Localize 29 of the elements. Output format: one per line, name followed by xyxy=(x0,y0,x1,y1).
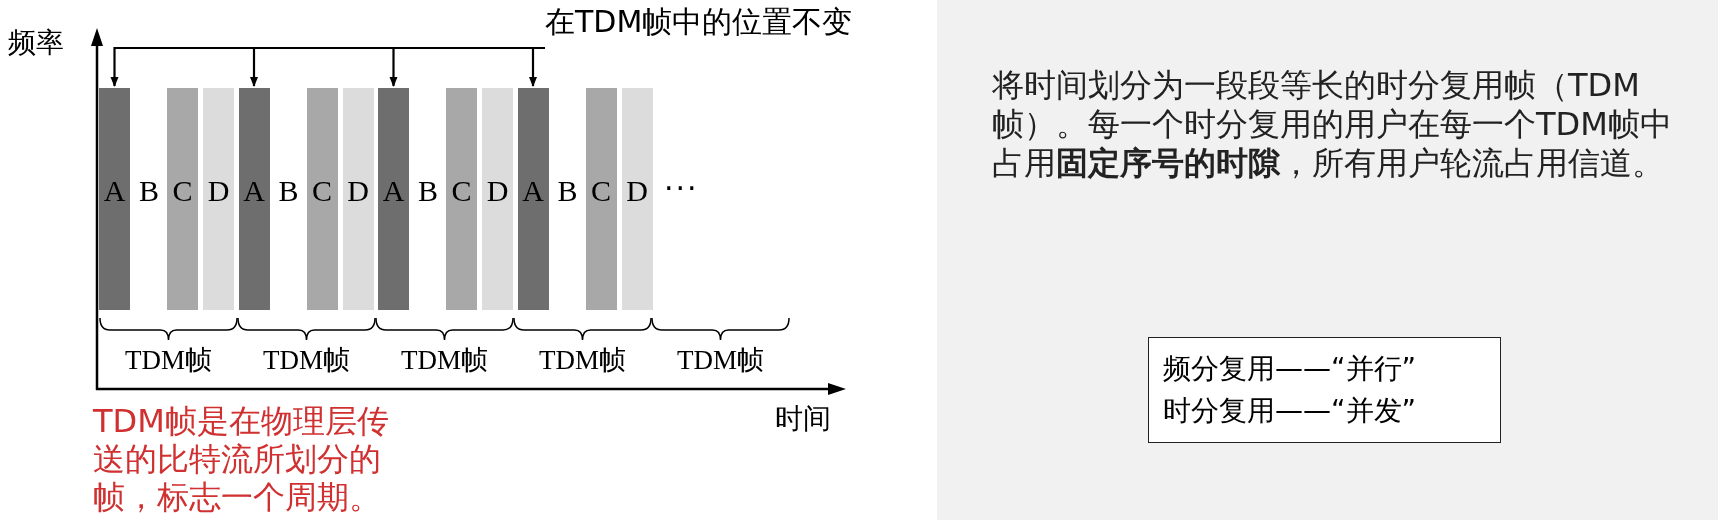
time-slot-bar: A xyxy=(99,88,130,310)
description-text: 将时间划分为一段段等长的时分复用帧（TDM帧）。每一个时分复用的用户在每一个TDM帧中占用固定序号的时隙，所有用户轮流占用信道。 xyxy=(992,66,1673,183)
axis-label: 频率 xyxy=(8,26,64,60)
frame-label: TDM帧 xyxy=(538,344,627,377)
time-slot-bar: C xyxy=(585,88,617,310)
frame-label: TDM帧 xyxy=(262,344,351,377)
time-slot-bar: D xyxy=(203,88,234,310)
time-slot-bar: D xyxy=(342,88,374,310)
time-slot-bar: D xyxy=(482,88,513,310)
slot-letter: B xyxy=(417,174,439,208)
time-slot-bar: C xyxy=(306,88,338,310)
time-slot-bar: A xyxy=(238,88,270,310)
slot-letter: B xyxy=(138,174,160,208)
time-slot-bar: C xyxy=(446,88,477,310)
frame-label: TDM帧 xyxy=(676,344,765,377)
slot-letter: B xyxy=(556,174,579,208)
time-slot-bar: D xyxy=(621,88,653,310)
time-slot-bar: A xyxy=(517,88,549,310)
ellipsis: ··· xyxy=(664,172,699,206)
arrow xyxy=(529,46,545,87)
frame-label: TDM帧 xyxy=(400,344,489,377)
comparison-box: 频分复用——“并行” 时分复用——“并发” xyxy=(1148,337,1501,443)
note-text: TDM帧是在物理层传送的比特流所划分的帧，标志一个周期。 xyxy=(93,402,389,516)
callout-text: 在TDM帧中的位置不变 xyxy=(545,4,925,50)
time-slot-bar: C xyxy=(167,88,198,310)
slot-letter: B xyxy=(277,174,300,208)
frame-label: TDM帧 xyxy=(124,344,213,377)
axis-label: 时间 xyxy=(775,402,831,436)
time-slot-bar: A xyxy=(378,88,409,310)
